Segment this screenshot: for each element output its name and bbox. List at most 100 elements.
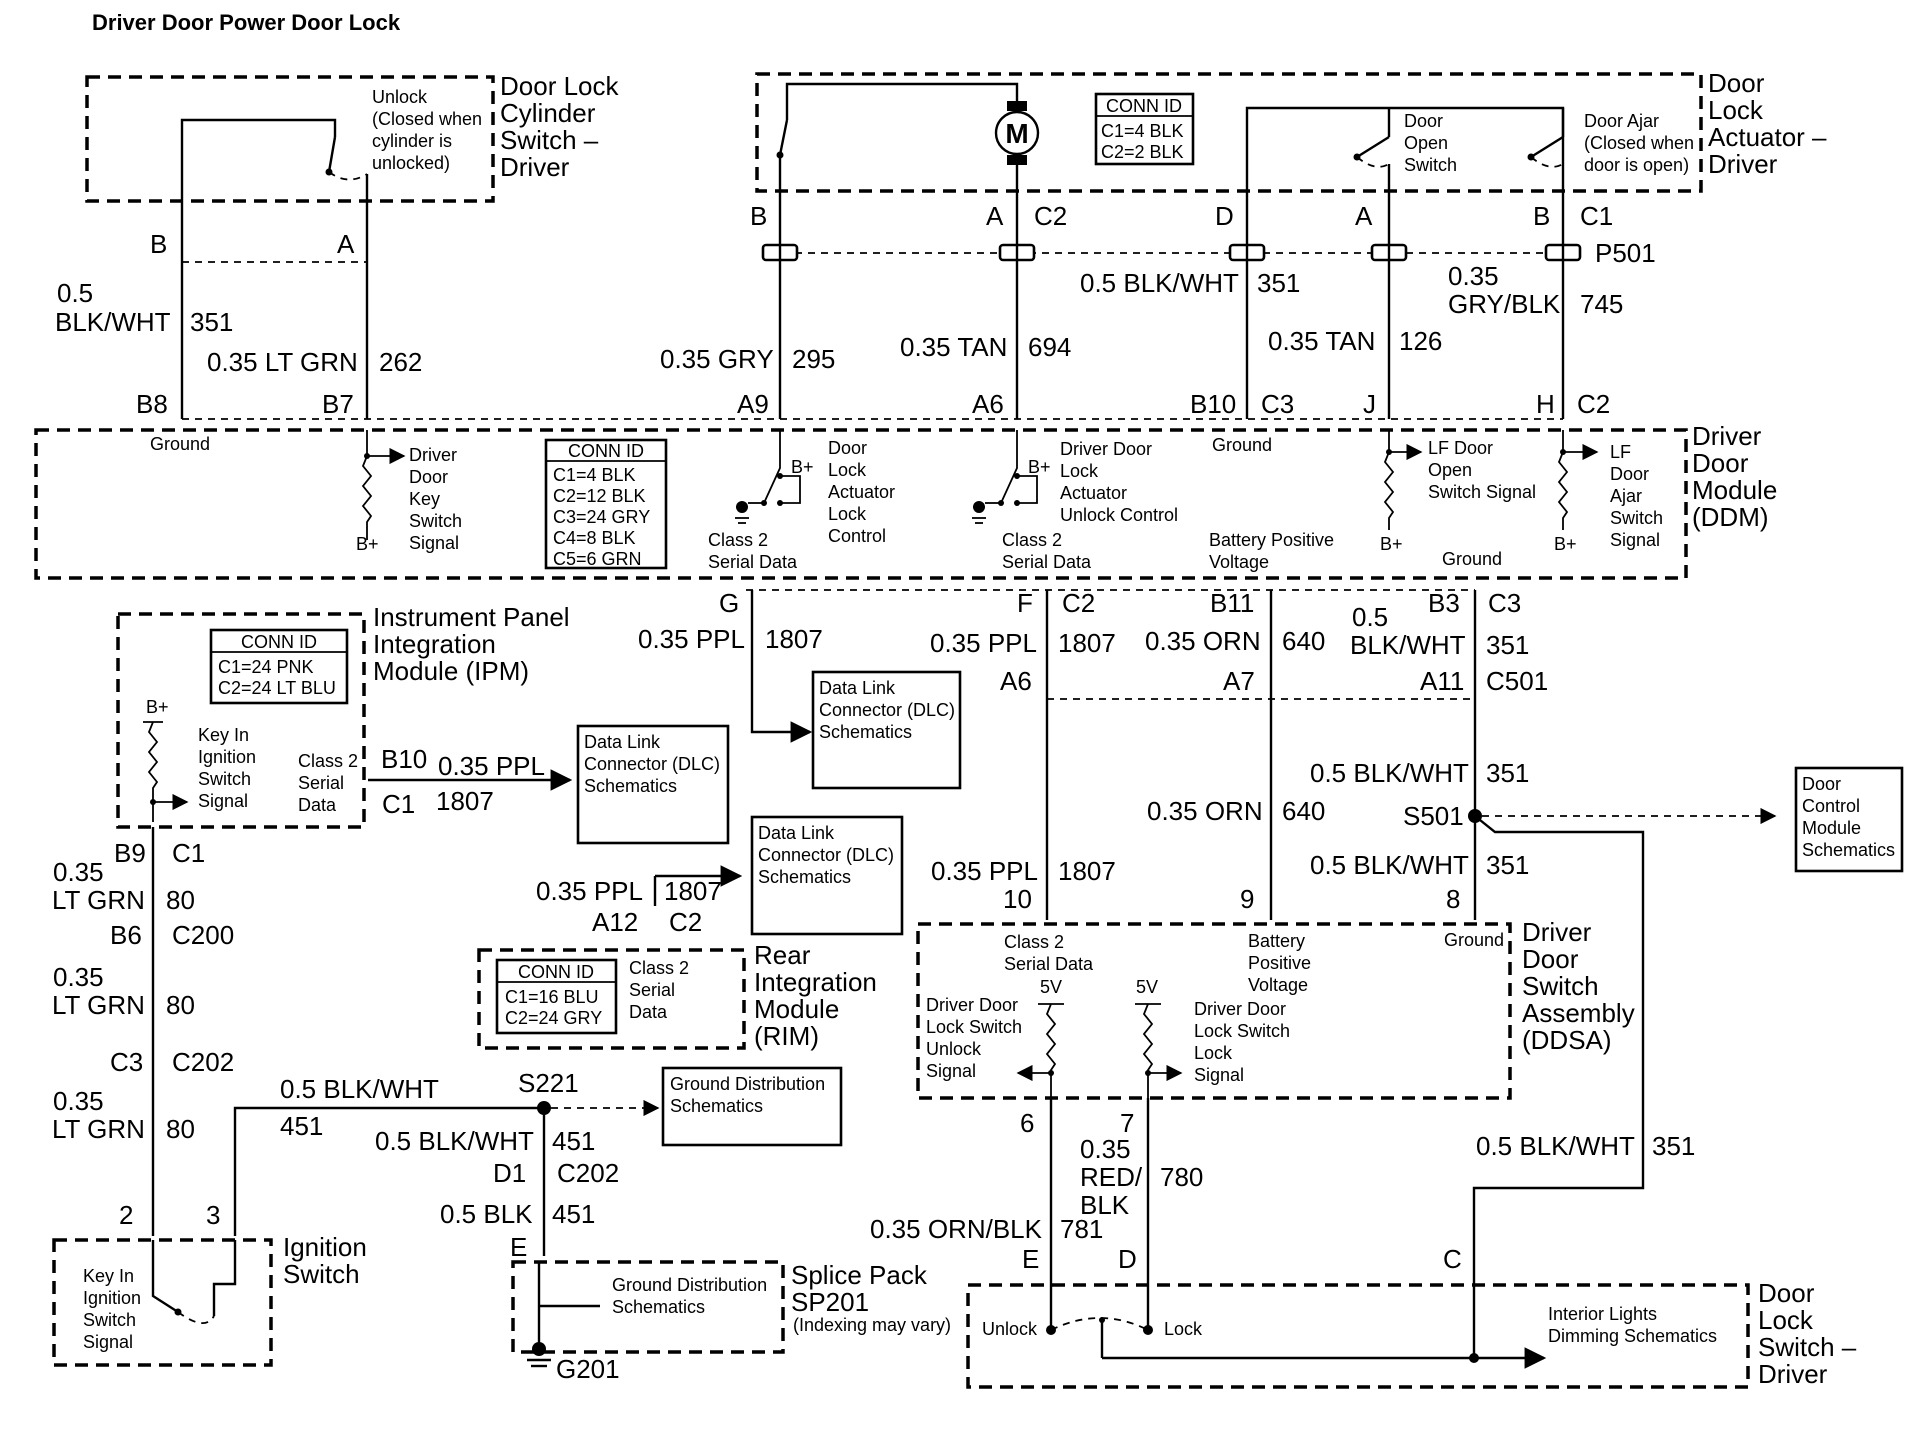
dls-name-3: Switch –	[1758, 1332, 1857, 1362]
rim-name-4: (RIM)	[754, 1021, 819, 1051]
dimming-2: Dimming Schematics	[1548, 1326, 1717, 1346]
ddm-conn-c2: C2=12 BLK	[553, 486, 646, 506]
c501-pin: C501	[1486, 666, 1548, 696]
ipm-key-4: Signal	[198, 791, 248, 811]
wire-gauge: 0.5 BLK/WHT	[375, 1126, 534, 1156]
wire-gauge: 0.35 PPL	[931, 856, 1038, 886]
d1-pin: D1	[493, 1158, 526, 1188]
gds1-1: Ground Distribution	[670, 1074, 825, 1094]
upper-wires: 0.5 BLK/WHT 351 0.35 LT GRN 262 0.35 GRY…	[55, 198, 1623, 420]
door-lock-cylinder-switch: Unlock (Closed when cylinder is unlocked…	[85, 71, 619, 263]
ddm-pin: H	[1536, 389, 1555, 419]
dls-pin: C	[1443, 1244, 1462, 1274]
ddsa-batt-3: Voltage	[1248, 975, 1308, 995]
splice-pack-name-2: SP201	[791, 1287, 869, 1317]
wire-circuit: 451	[280, 1111, 323, 1141]
driver-door-module: Ground B+ Driver Door Key Switch Signal …	[34, 421, 1777, 580]
ddm-pin: A6	[972, 389, 1004, 419]
cylinder-contact-line-4: unlocked)	[372, 153, 450, 173]
door-control-module-schematics-box: Door Control Module Schematics	[1794, 766, 1904, 873]
actuator-conn-c1: C1=4 BLK	[1101, 121, 1184, 141]
rim-conn-c2: C2=24 GRY	[505, 1008, 602, 1028]
unlock-sig-4: Signal	[926, 1061, 976, 1081]
dlc1-2: Connector (DLC)	[819, 700, 955, 720]
lock-sig-4: Signal	[1194, 1065, 1244, 1085]
unlock-ctrl-1: Driver Door	[1060, 439, 1152, 459]
ddm-pin: A9	[737, 389, 769, 419]
ddm-pin: J	[1363, 389, 1376, 419]
ddm-ground: Ground	[1442, 549, 1502, 569]
splice-pack-note: (Indexing may vary)	[793, 1315, 951, 1335]
c501-pin: A6	[1000, 666, 1032, 696]
ddm-name-4: (DDM)	[1692, 502, 1769, 532]
batt-2: Voltage	[1209, 552, 1269, 572]
lock-ctrl-5: Control	[828, 526, 886, 546]
ign-pin: 2	[119, 1200, 133, 1230]
unlock-ctrl-4: Unlock Control	[1060, 505, 1178, 525]
dcm-1: Door	[1802, 774, 1841, 794]
wire-circuit: 1807	[664, 876, 722, 906]
dls-pin: D	[1118, 1244, 1137, 1274]
key-switch-line-5: Signal	[409, 533, 459, 553]
actuator-name-3: Actuator –	[1708, 122, 1827, 152]
dlc-schematics-box-3: Data Link Connector (DLC) Schematics	[750, 815, 904, 936]
bplus: B+	[1554, 534, 1577, 554]
key-switch-line-3: Key	[409, 489, 440, 509]
ign-key-2: Ignition	[83, 1288, 141, 1308]
ddm-pin: C2	[1577, 389, 1610, 419]
pin-label: A	[986, 201, 1004, 231]
lf-ajar-5: Signal	[1610, 530, 1660, 550]
ddm-lower-wires: G F C2 B11 B3 C3 0.35 PPL 1807 0.35 PPL …	[638, 588, 1777, 1290]
bplus: B+	[791, 457, 814, 477]
ddm-ground: Ground	[150, 434, 210, 454]
diagram-title: Driver Door Power Door Lock	[92, 10, 401, 35]
ipm-name-1: Instrument Panel	[373, 602, 570, 632]
unlock-ctrl-3: Actuator	[1060, 483, 1127, 503]
cylinder-switch-name-3: Switch –	[500, 125, 599, 155]
ddm-pin: C3	[1261, 389, 1294, 419]
wire-gauge: 0.35 TAN	[900, 332, 1007, 362]
bplus: B+	[356, 534, 379, 554]
ddm-name-2: Door	[1692, 448, 1749, 478]
batt-1: Battery Positive	[1209, 530, 1334, 550]
ddsa-pin: 10	[1003, 884, 1032, 914]
rim-name-2: Integration	[754, 967, 877, 997]
door-open-switch-3: Switch	[1404, 155, 1457, 175]
rim-name-1: Rear	[754, 940, 811, 970]
unlock-ctrl-2: Lock	[1060, 461, 1099, 481]
wire-gauge: 0.35	[53, 962, 104, 992]
wire-circuit: 351	[1486, 630, 1529, 660]
ign-pin: 3	[206, 1200, 220, 1230]
ignition-wires: 0.35 LT GRN 80 B6 C200 0.35 LT GRN 80 C3…	[52, 827, 660, 1262]
dlc3-3: Schematics	[758, 867, 851, 887]
wire-gauge: 0.35 ORN	[1145, 626, 1261, 656]
ddm-pin: B11	[1210, 588, 1254, 618]
motor-label: M	[1005, 118, 1028, 149]
c501-pin: A7	[1223, 666, 1255, 696]
wire-gauge: 0.5 BLK	[440, 1199, 533, 1229]
lf-open-3: Switch Signal	[1428, 482, 1536, 502]
wire-circuit: 1807	[1058, 628, 1116, 658]
cylinder-switch-name-2: Cylinder	[500, 98, 596, 128]
wire-circuit: 451	[552, 1126, 595, 1156]
ddsa-pin: 7	[1120, 1108, 1134, 1138]
splice-pack-sp201: Ground Distribution Schematics G201 Spli…	[511, 1260, 951, 1384]
ddsa-5v-2: 5V	[1136, 977, 1158, 997]
door-open-switch-1: Door	[1404, 111, 1443, 131]
wire-gauge: 0.35	[53, 1086, 104, 1116]
ddsa-serial-2: Serial Data	[1004, 954, 1094, 974]
wire-gauge: 0.35	[53, 857, 104, 887]
rim-serial-1: Class 2	[629, 958, 689, 978]
wire-circuit: 80	[166, 1114, 195, 1144]
door-open-switch-2: Open	[1404, 133, 1448, 153]
ipm-pin: C1	[172, 838, 205, 868]
pin-label: D	[1215, 201, 1234, 231]
door-ajar-3: door is open)	[1584, 155, 1689, 175]
wire-gauge: 0.5 BLK/WHT	[1310, 850, 1469, 880]
ddsa-name-4: Assembly	[1522, 998, 1635, 1028]
dlc3-1: Data Link	[758, 823, 835, 843]
ddm-pin: B7	[322, 389, 354, 419]
wire-circuit: 351	[1486, 850, 1529, 880]
driver-door-switch-assembly: Class 2 Serial Data Battery Positive Vol…	[916, 917, 1635, 1100]
dlc2-1: Data Link	[584, 732, 661, 752]
